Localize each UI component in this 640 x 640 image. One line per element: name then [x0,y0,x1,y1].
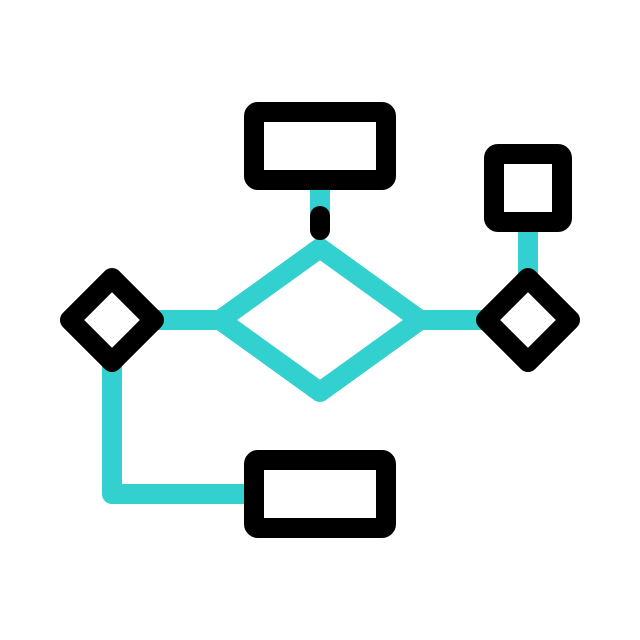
left-decision-node [60,268,164,372]
top-process-node [244,102,396,190]
bottom-process-node [244,450,396,538]
connector-bottom [102,356,256,504]
right-box-node [484,144,572,232]
center-decision-node [210,238,430,402]
right-decision-node [476,268,580,372]
